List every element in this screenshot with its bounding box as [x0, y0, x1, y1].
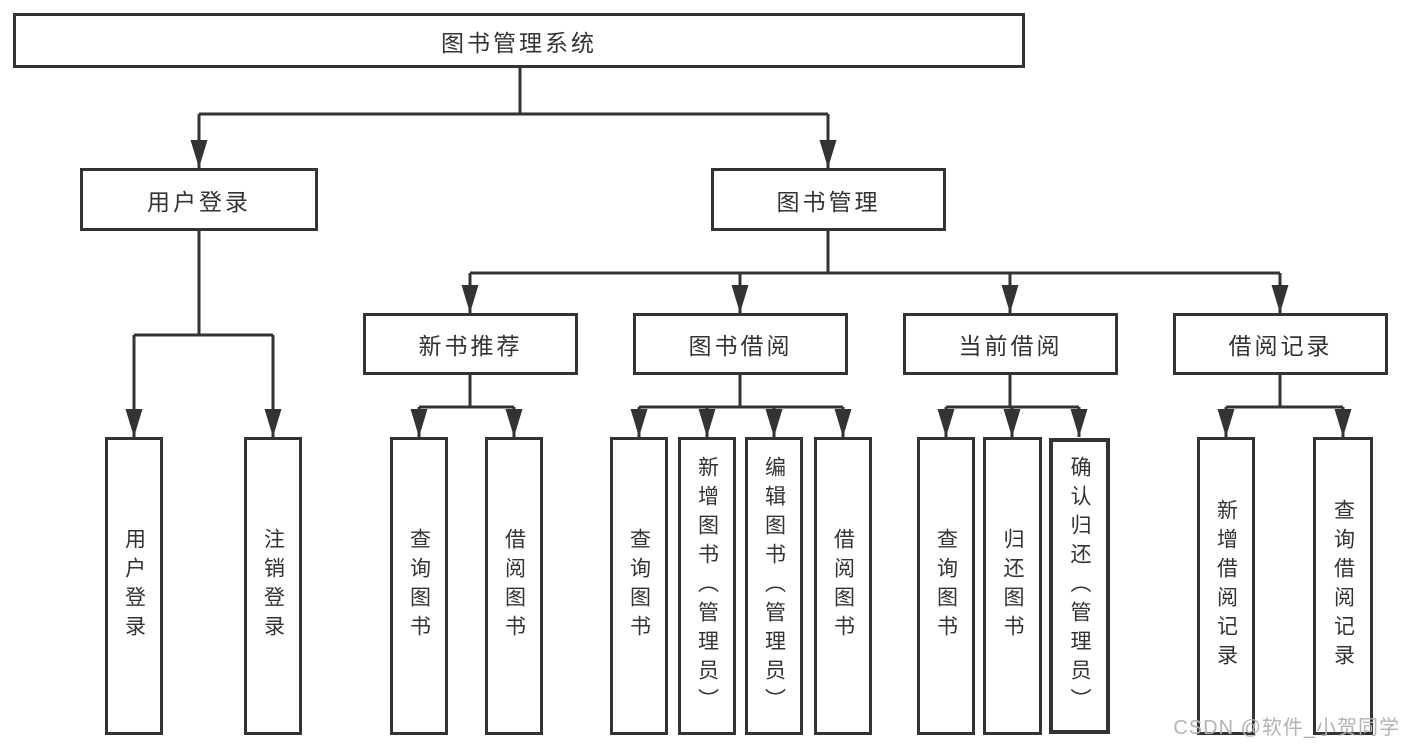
node-leaf-user-login: 用户登录	[105, 437, 163, 735]
node-user-login: 用户登录	[80, 168, 318, 231]
node-book-management-system: 图书管理系统	[13, 13, 1025, 68]
tree-edges	[132, 68, 1345, 437]
node-leaf-query-books-borrowing: 查询图书	[610, 437, 668, 735]
node-book-borrowing: 图书借阅	[633, 313, 848, 375]
node-leaf-add-borrow-record: 新增借阅记录	[1197, 437, 1255, 735]
node-leaf-borrow-books-recommend: 借阅图书	[485, 437, 543, 735]
node-leaf-edit-books-admin: 编辑图书（管理员）	[745, 437, 803, 735]
node-new-book-recommend: 新书推荐	[363, 313, 578, 375]
watermark: CSDN @软件_小贺同学	[1173, 717, 1400, 739]
node-leaf-return-books: 归还图书	[983, 437, 1042, 735]
node-book-management: 图书管理	[711, 168, 946, 231]
node-current-borrowing: 当前借阅	[903, 313, 1118, 375]
node-borrowing-records: 借阅记录	[1173, 313, 1388, 375]
node-leaf-query-books-current: 查询图书	[917, 437, 975, 735]
node-leaf-confirm-return-admin: 确认归还（管理员）	[1049, 438, 1110, 734]
node-leaf-borrow-books: 借阅图书	[814, 437, 872, 735]
arrow-down-icons	[125, 140, 1352, 437]
node-leaf-query-books-recommend: 查询图书	[390, 437, 448, 735]
node-leaf-query-borrow-record: 查询借阅记录	[1313, 437, 1373, 735]
node-leaf-add-books-admin: 新增图书（管理员）	[678, 437, 736, 735]
node-leaf-logout: 注销登录	[244, 437, 302, 735]
